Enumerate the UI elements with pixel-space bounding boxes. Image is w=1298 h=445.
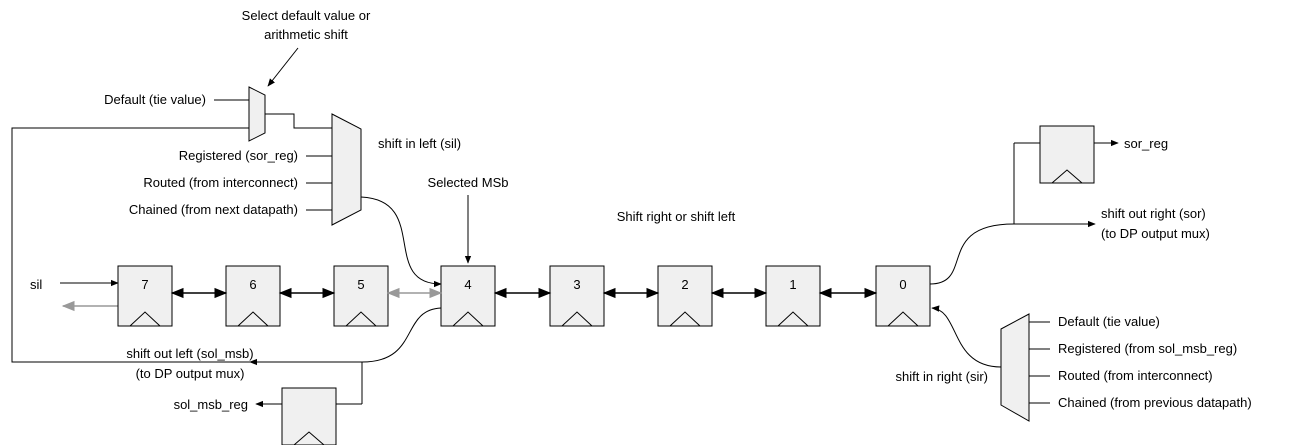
right-registered-label: Registered (from sol_msb_reg) [1058,341,1237,356]
sol-feedback-wire [11,127,250,363]
select-mux [248,86,266,142]
shift-out-right-label-2: (to DP output mux) [1101,226,1210,241]
register-2 [657,265,713,327]
register-5 [333,265,389,327]
shift-in-left-label: shift in left (sil) [378,136,461,151]
shift-out-right-label-1: shift out right (sor) [1101,206,1206,221]
register-3-label: 3 [573,277,580,292]
register-4 [440,265,496,327]
sor-reg-label: sor_reg [1124,136,1168,151]
register-6-label: 6 [249,277,256,292]
shift-out-right-wire [929,220,1096,285]
register-1 [765,265,821,327]
shift-out-left-label-1: shift out left (sol_msb) [126,346,253,361]
right-routed-label: Routed (from interconnect) [1058,368,1213,383]
sol-msb-register [281,387,337,445]
sil-to-msb-wire [360,196,442,288]
register-3-clock-icon [561,311,593,327]
register-5-label: 5 [357,277,364,292]
register-7-label: 7 [141,277,148,292]
register-3 [549,265,605,327]
register-0-label: 0 [899,277,906,292]
register-2-clock-icon [669,311,701,327]
left-registered-label: Registered (sor_reg) [179,148,298,163]
register-0 [875,265,931,327]
sil-label: sil [30,277,42,292]
selected-msb-label: Selected MSb [428,175,509,190]
left-chained-label: Chained (from next datapath) [129,202,298,217]
sor-reg-clock-icon [1051,169,1083,184]
sol-msb-clock-icon [293,431,325,445]
register-chain: 7 6 5 4 3 2 1 0 [117,265,931,327]
select-note-line2: arithmetic shift [264,27,348,42]
register-1-clock-icon [777,311,809,327]
select-note-line1: Select default value or [242,8,371,23]
sir-to-lsb-wire [931,305,1002,368]
shift-in-right-label: shift in right (sir) [896,369,988,384]
register-1-label: 1 [789,277,796,292]
shift-out-left-label-2: (to DP output mux) [136,366,245,381]
right-default-label: Default (tie value) [1058,314,1160,329]
right-chained-label: Chained (from previous datapath) [1058,395,1252,410]
shift-out-left-wire [249,307,442,366]
select-mux-output-wire [265,113,332,129]
register-6 [225,265,281,327]
register-4-label: 4 [464,277,471,292]
shift-in-right-mux [1000,313,1030,422]
register-4-clock-icon [452,311,484,327]
left-routed-label: Routed (from interconnect) [143,175,298,190]
register-0-clock-icon [887,311,919,327]
register-5-clock-icon [345,311,377,327]
register-2-label: 2 [681,277,688,292]
register-7 [117,265,173,327]
left-default-label: Default (tie value) [104,92,206,107]
shift-direction-label: Shift right or shift left [617,209,736,224]
shift-in-left-mux [331,113,362,226]
sor-reg-register [1039,125,1095,184]
register-7-clock-icon [129,311,161,327]
select-note-arrow [267,47,299,87]
sol-msb-reg-label: sol_msb_reg [174,397,248,412]
register-6-clock-icon [237,311,269,327]
